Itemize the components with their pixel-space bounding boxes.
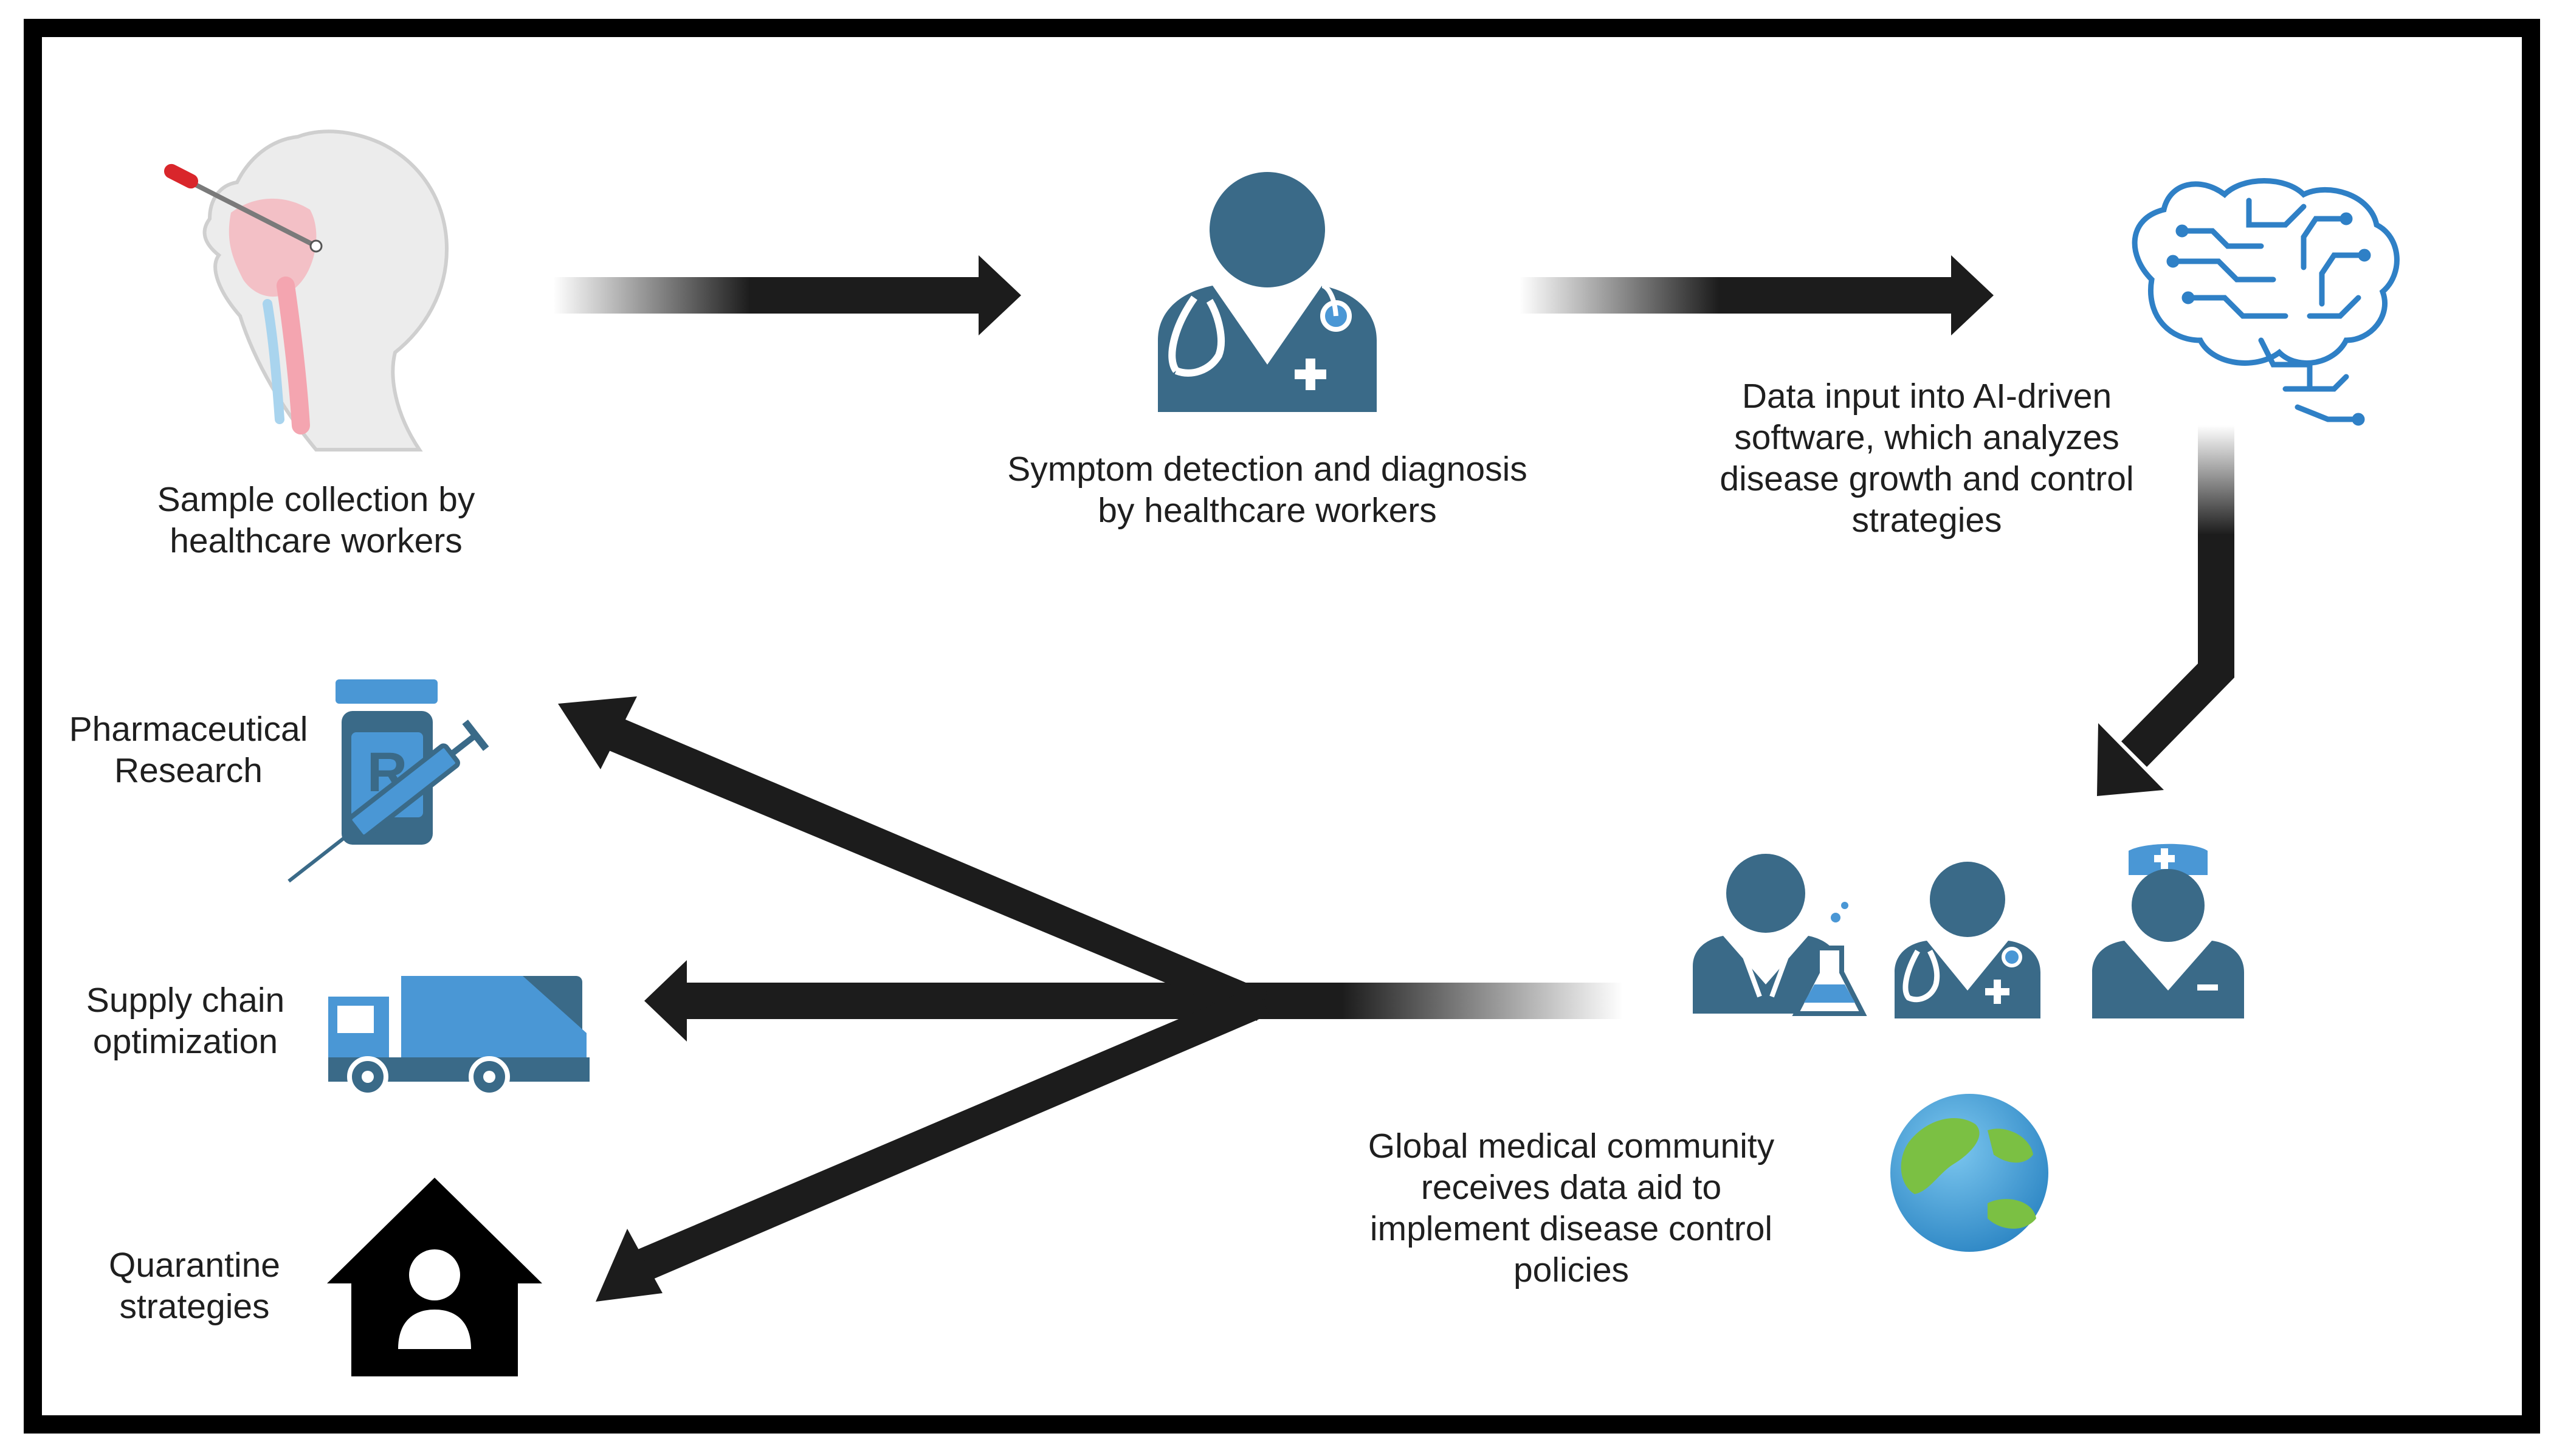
arrow-symptom-to-ai — [1520, 255, 1994, 335]
label-symptom-detection: Symptom detection and diagnosis by healt… — [1007, 450, 1527, 530]
truck-icon — [328, 976, 590, 1097]
label-ai-analysis: Data input into AI-driven software, whic… — [1720, 377, 2134, 540]
doctor-icon — [1158, 172, 1377, 412]
label-supply-chain: Supply chain optimization — [86, 981, 285, 1061]
label-pharmaceutical: Pharmaceutical Research — [69, 710, 308, 790]
scientist-icon — [1693, 854, 1867, 1016]
globe-icon — [1890, 1094, 2048, 1252]
arrow-ai-to-community — [2097, 425, 2234, 796]
arrow-to-pharmaceutical — [558, 696, 1267, 1021]
arrow-sample-to-symptom — [553, 255, 1021, 335]
label-quarantine: Quarantine strategies — [108, 1246, 281, 1326]
doctor-icon — [1895, 862, 2040, 1018]
house-person-icon — [327, 1178, 542, 1376]
arrow-to-quarantine — [596, 986, 1269, 1302]
nasal-swab-icon — [164, 129, 449, 452]
arrow-to-supply-chain — [644, 960, 1623, 1042]
nurse-icon — [2092, 843, 2244, 1018]
label-global-community: Global medical community receives data a… — [1368, 1127, 1775, 1289]
ai-brain-icon — [2132, 178, 2400, 426]
prescription-bottle-syringe-icon: R — [287, 679, 489, 883]
label-sample-collection: Sample collection by healthcare workers — [157, 480, 475, 560]
